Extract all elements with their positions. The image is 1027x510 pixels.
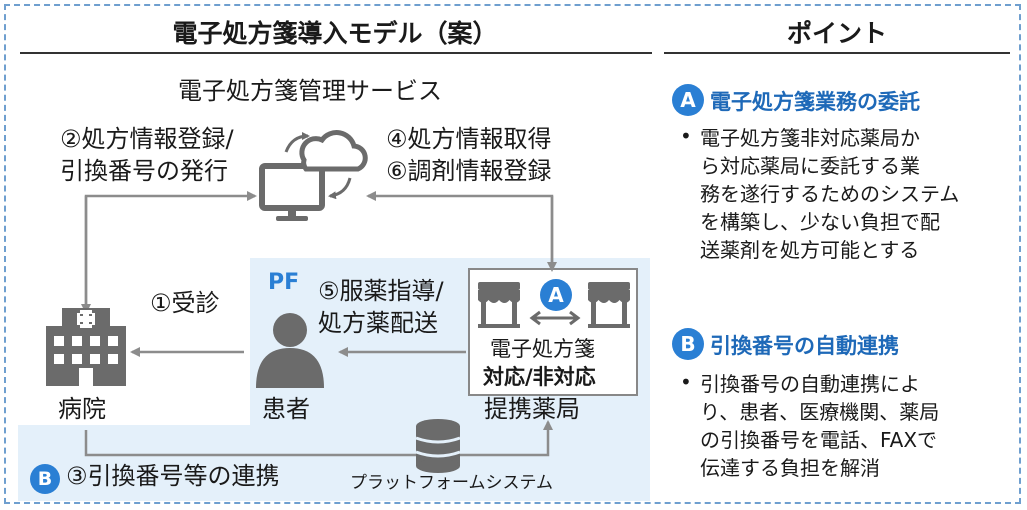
pf-label: PF — [268, 270, 300, 295]
arrow-hospital-to-service — [84, 191, 257, 312]
hospital-building-icon — [46, 308, 126, 386]
person-icon — [256, 313, 324, 388]
point-a-line: 電子処方箋非対応薬局か — [700, 126, 920, 150]
title-underline — [20, 52, 652, 54]
points-title: ポイント — [786, 19, 887, 48]
cloud-computer-icon — [259, 130, 368, 221]
platform-label: プラットフォームシステム — [350, 473, 553, 493]
linkage-label: ③引換番号等の連携 — [66, 462, 280, 490]
service-label: 電子処方箋管理サービス — [178, 77, 442, 105]
arrow-linkage-to-pharmacy — [84, 420, 553, 457]
register-label-2: 引換番号の発行 — [60, 157, 228, 185]
pharmacy-box-line1: 電子処方箋 — [490, 337, 595, 361]
diagram-title: 電子処方箋導入モデル（案） — [172, 19, 498, 48]
point-a-line: 務を遂行するためのシステム — [700, 182, 960, 206]
badge-b-linkage: B — [30, 464, 60, 494]
point-b-bullet: • — [680, 370, 692, 394]
acquire-label-2: ⑥調剤情報登録 — [386, 157, 552, 185]
point-b-line: 引換番号の自動連携によ — [700, 372, 920, 396]
register-label-1: ②処方情報登録/ — [60, 125, 234, 153]
arrow-pharmacy-to-service — [366, 191, 554, 270]
patient-label: 患者 — [262, 395, 310, 423]
point-a-heading: 電子処方箋業務の委託 — [710, 90, 920, 114]
points-underline — [664, 52, 1010, 54]
consult-label: ①受診 — [150, 289, 220, 317]
point-a-line: 送薬剤を処方可能とする — [700, 238, 920, 262]
point-a-body: 電子処方箋非対応薬局か ら対応薬局に委託する業 務を遂行するためのシステム を構… — [700, 124, 959, 264]
hospital-label: 病院 — [58, 395, 106, 423]
platform-region-bottom — [18, 425, 650, 501]
point-b-heading: 引換番号の自動連携 — [710, 334, 899, 358]
point-b-line: の引換番号を電話、FAXで — [700, 428, 938, 452]
store-icon-right — [588, 282, 630, 328]
point-a-line: を構築し、少ない負担で配 — [700, 210, 940, 234]
pharmacy-box-line2: 対応/非対応 — [483, 365, 596, 389]
point-b-line: 伝達する負担を解消 — [700, 456, 880, 480]
guidance-label-1: ⑤服薬指導/ — [318, 277, 444, 305]
guidance-label-2: 処方薬配送 — [318, 309, 438, 337]
store-icon-left — [478, 282, 520, 328]
badge-a-pharmacy: A — [540, 279, 572, 311]
double-arrow-icon — [529, 310, 581, 326]
outer-frame — [4, 4, 1021, 504]
point-b-line: り、患者、医療機関、薬局 — [700, 400, 940, 424]
point-a-line: ら対応薬局に委託する業 — [700, 154, 920, 178]
badge-a-point: A — [672, 84, 704, 116]
point-b-body: 引換番号の自動連携によ り、患者、医療機関、薬局 の引換番号を電話、FAXで 伝… — [700, 370, 939, 482]
connectors — [81, 191, 557, 457]
badge-b-point: B — [672, 328, 704, 360]
acquire-label-1: ④処方情報取得 — [386, 125, 552, 153]
point-a-bullet: • — [680, 124, 692, 148]
pharmacy-label: 提携薬局 — [484, 395, 580, 423]
database-icon — [415, 419, 461, 473]
